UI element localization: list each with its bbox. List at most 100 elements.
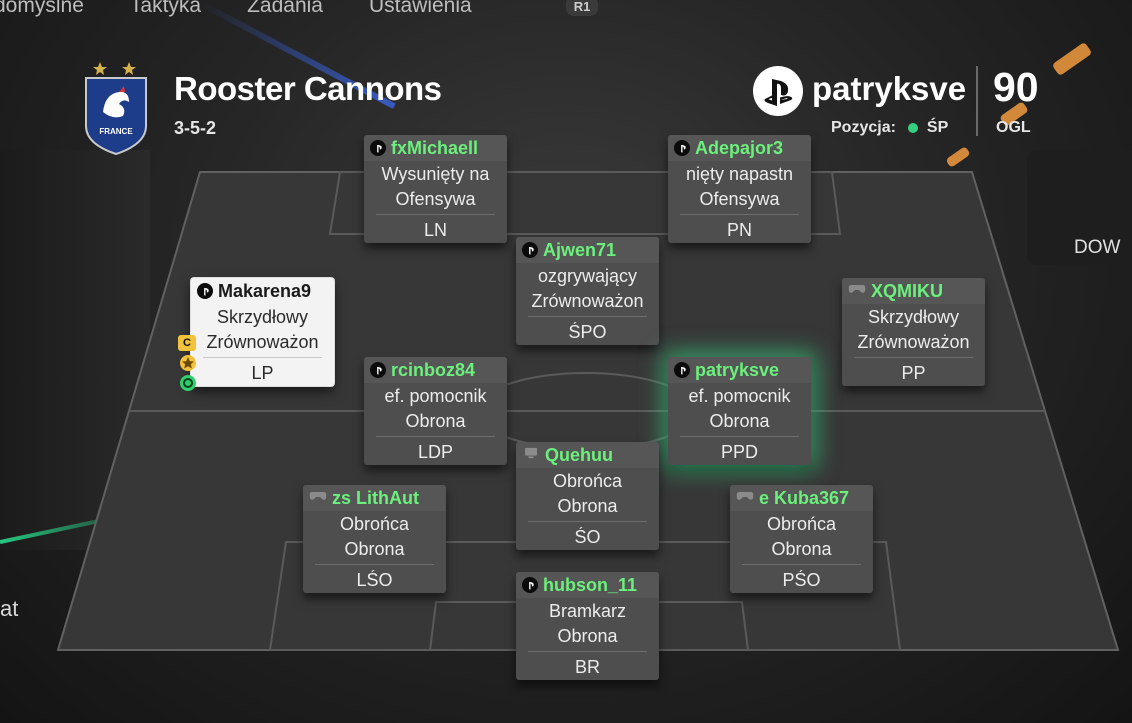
side-label-left: at	[0, 596, 19, 621]
player-position-code: PPD	[720, 442, 758, 462]
tab-settings[interactable]: Ustawienia	[368, 0, 472, 17]
player-position-code: PN	[726, 220, 752, 240]
playstation-logo-icon	[753, 66, 803, 116]
card-divider	[376, 214, 495, 215]
card-divider	[528, 651, 647, 652]
player-style: Obrona	[557, 496, 618, 516]
player-name: XQMIKU	[871, 280, 943, 301]
card-header: Ajwen71	[516, 237, 659, 263]
player-style: Zrównoważon	[206, 332, 319, 352]
overall-rating-label: OGL	[996, 119, 1031, 136]
player-style: Obrona	[709, 411, 770, 431]
card-divider	[854, 357, 973, 358]
player-style: Obrona	[405, 411, 466, 431]
player-name: Quehuu	[545, 444, 613, 465]
player-name: hubson_11	[543, 574, 638, 595]
playstation-icon	[674, 140, 690, 156]
player-position-code: PŚO	[782, 570, 821, 590]
playstation-icon	[197, 283, 213, 299]
bottom-penalty-box	[268, 541, 902, 651]
tab-tactics[interactable]: Taktyka	[129, 0, 202, 17]
card-header: zs LithAut	[303, 485, 446, 511]
controller-icon	[736, 489, 754, 507]
top-navigation: domyślne Taktyka Zadania Ustawienia	[0, 0, 472, 18]
player-position-code: BR	[574, 657, 600, 677]
card-header: fxMichaell	[364, 135, 507, 161]
card-divider	[528, 521, 647, 522]
formation-label: 3-5-2	[174, 118, 217, 138]
card-divider	[315, 564, 434, 565]
player-name: patryksve	[695, 359, 780, 380]
card-header: rcinboz84	[364, 357, 507, 383]
player-role: ozgrywający	[537, 266, 638, 286]
card-header: Quehuu	[516, 442, 659, 468]
player-role: Obrońca	[552, 471, 623, 491]
card-divider	[680, 436, 799, 437]
card-header: patryksve	[668, 357, 811, 383]
side-label-right: DOW	[1074, 237, 1121, 258]
playstation-icon	[674, 362, 690, 378]
player-role: Skrzydłowy	[867, 307, 960, 327]
player-name: Adepajor3	[695, 137, 784, 158]
player-style: Ofensywa	[395, 189, 476, 209]
side-panel-right	[1027, 150, 1132, 265]
controller-icon	[848, 282, 866, 300]
overall-rating: 90	[993, 64, 1039, 110]
controller-icon	[309, 489, 327, 507]
computer-icon	[522, 446, 540, 464]
card-divider	[680, 214, 799, 215]
card-header: Adepajor3	[668, 135, 811, 161]
player-name: fxMichaell	[391, 137, 479, 158]
player-position: Pozycja: ŚP	[831, 119, 948, 137]
star-icon	[180, 355, 196, 371]
playstation-icon	[522, 242, 538, 258]
card-divider	[203, 357, 322, 358]
player-position-code: PP	[901, 363, 926, 383]
card-divider	[742, 564, 861, 565]
player-name: Makarena9	[218, 280, 312, 301]
club-crest: FRANCE	[85, 62, 147, 156]
player-role: Obrońca	[766, 514, 837, 534]
player-position-code: ŚPO	[568, 322, 607, 342]
player-gamertag: patryksve	[812, 70, 967, 107]
player-role: ef. pomocnik	[384, 386, 487, 406]
rating-divider	[976, 66, 978, 136]
player-role: Wysunięty na	[381, 164, 490, 184]
position-label: Pozycja:	[831, 119, 896, 136]
player-style: Obrona	[771, 539, 832, 559]
online-status-icon	[907, 123, 918, 133]
refresh-icon	[180, 375, 196, 391]
card-divider	[376, 436, 495, 437]
playstation-icon	[522, 577, 538, 593]
card-header: XQMIKU	[842, 278, 985, 304]
captain-badge: C	[178, 335, 196, 351]
player-role: nięty napastn	[685, 164, 794, 184]
club-name: Rooster Cannons	[174, 70, 442, 107]
player-style: Obrona	[344, 539, 405, 559]
player-role: Obrońca	[339, 514, 410, 534]
player-style: Ofensywa	[699, 189, 780, 209]
svg-text:FRANCE: FRANCE	[99, 127, 133, 136]
player-position-code: LN	[423, 220, 447, 240]
card-header: Makarena9	[191, 278, 334, 304]
tab-default[interactable]: domyślne	[0, 0, 84, 17]
card-header: e Kuba367	[730, 485, 873, 511]
player-role: ef. pomocnik	[688, 386, 791, 406]
card-header: hubson_11	[516, 572, 659, 598]
player-style: Zrównoważon	[531, 291, 644, 311]
player-name: rcinboz84	[391, 359, 476, 380]
position-value: ŚP	[926, 119, 949, 136]
tab-tasks[interactable]: Zadania	[247, 0, 323, 17]
r1-button-hint[interactable]: R1	[566, 0, 598, 16]
